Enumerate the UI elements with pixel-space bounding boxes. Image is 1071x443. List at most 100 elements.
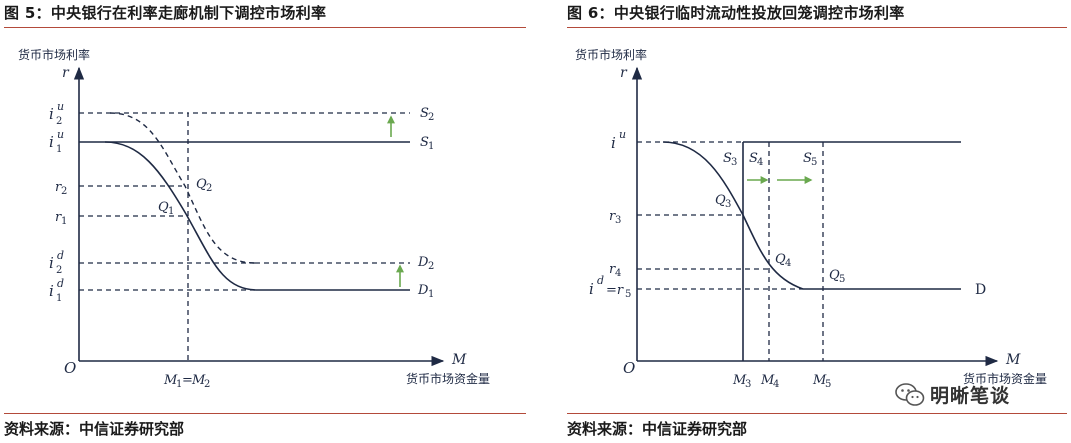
label-q3: Q 3 [715,193,731,210]
tick-iu: i u [611,128,626,152]
label-d2: D 2 [417,255,434,272]
origin-label: O [64,359,76,377]
svg-text:1: 1 [428,289,434,300]
svg-text:1: 1 [61,216,67,227]
svg-text:=: = [182,373,193,388]
y-axis-symbol: r [62,65,70,81]
figure-5-diagram: 货币市场利率 r M 货币市场资金量 O i u 2 [18,47,490,390]
svg-text:Q: Q [158,200,169,215]
svg-text:u: u [619,128,626,141]
svg-text:5: 5 [839,274,845,285]
svg-text:S: S [803,151,812,166]
svg-text:3: 3 [725,199,731,210]
svg-text:i: i [49,133,54,151]
svg-text:2: 2 [61,186,67,197]
figure-5-title: 图 5：中央银行在利率走廊机制下调控市场利率 [4,4,327,22]
figure-6-panel: 图 6：中央银行临时流动性投放回笼调控市场利率 货币市场利率 r M 货币市场资… [563,0,1071,443]
svg-text:d: d [57,249,64,262]
figure-5-panel: 图 5：中央银行在利率走廊机制下调控市场利率 货币市场利率 r M 货币市场资金… [0,0,530,443]
svg-text:i: i [49,105,54,123]
svg-text:=r: =r [606,283,624,298]
svg-text:r: r [55,210,62,225]
tick-i2u: i u 2 [49,100,64,127]
svg-text:2: 2 [428,112,434,123]
svg-text:r: r [609,262,616,277]
svg-text:Q: Q [829,268,840,283]
svg-text:d: d [57,277,64,290]
svg-text:M: M [163,373,178,388]
figure-5-top-rule [4,27,526,28]
demand-curve-d1 [104,141,259,291]
x-axis-title: 货币市场资金量 [406,371,490,386]
svg-text:d: d [597,274,604,287]
label-s4: S 4 [749,151,763,168]
y-axis-title: 货币市场利率 [18,47,90,62]
label-d1: D 1 [417,283,434,300]
svg-text:u: u [57,128,64,141]
svg-text:S: S [723,151,732,166]
tick-m3: M 3 [732,373,751,390]
label-q4: Q 4 [775,252,791,269]
svg-text:4: 4 [785,258,791,269]
svg-text:3: 3 [615,215,621,226]
svg-text:5: 5 [625,289,631,300]
svg-text:5: 5 [811,157,817,168]
figure-5-source: 资料来源：中信证券研究部 [4,420,185,438]
tick-i2d: i d 2 [49,249,64,276]
svg-text:M: M [732,373,747,388]
svg-text:D: D [417,255,429,270]
origin-label: O [623,359,635,377]
demand-curve-d2 [109,112,256,264]
demand-curve [662,141,804,290]
svg-text:1: 1 [428,141,434,152]
svg-text:i: i [49,282,54,300]
svg-text:M: M [760,373,775,388]
svg-text:i: i [589,280,594,298]
svg-text:2: 2 [56,265,62,276]
x-axis-symbol: M [451,352,467,368]
x-axis-symbol: M [1005,352,1021,368]
svg-text:r: r [55,180,62,195]
watermark: 明晰笔谈 [895,381,1010,408]
svg-text:1: 1 [56,144,62,155]
svg-text:4: 4 [757,157,763,168]
tick-m5: M 5 [812,373,831,390]
svg-text:D: D [417,283,429,298]
svg-text:u: u [57,100,64,113]
label-d: D [975,282,986,298]
svg-text:S: S [749,151,758,166]
wechat-icon [895,382,925,406]
svg-text:r: r [609,209,616,224]
tick-i1u: i u 1 [49,128,64,155]
svg-text:2: 2 [206,183,212,194]
label-q1: Q 1 [158,200,174,217]
svg-text:i: i [611,134,616,152]
svg-text:5: 5 [825,379,831,390]
svg-text:Q: Q [196,177,207,192]
label-s2: S 2 [420,106,434,123]
label-q5: Q 5 [829,268,845,285]
tick-i1d: i d 1 [49,277,64,304]
tick-r3: r 3 [609,209,621,226]
svg-text:4: 4 [615,268,621,279]
figure-6-bottom-rule [567,413,1067,414]
svg-text:S: S [420,106,429,121]
svg-text:4: 4 [773,379,779,390]
svg-text:M: M [812,373,827,388]
label-s3: S 3 [723,151,737,168]
figure-6-top-rule [567,27,1067,28]
y-axis-symbol: r [620,65,628,81]
svg-text:3: 3 [745,379,751,390]
tick-id-r5: i d =r 5 [589,274,631,300]
figure-6-title: 图 6：中央银行临时流动性投放回笼调控市场利率 [567,4,905,22]
label-q2: Q 2 [196,177,212,194]
y-axis-title: 货币市场利率 [575,47,647,62]
tick-m4: M 4 [760,373,779,390]
svg-text:1: 1 [176,379,182,390]
figure-6-source: 资料来源：中信证券研究部 [567,420,748,438]
svg-text:2: 2 [204,379,210,390]
tick-r4: r 4 [609,262,621,279]
svg-text:1: 1 [168,206,174,217]
svg-text:3: 3 [731,157,737,168]
svg-text:S: S [420,135,429,150]
